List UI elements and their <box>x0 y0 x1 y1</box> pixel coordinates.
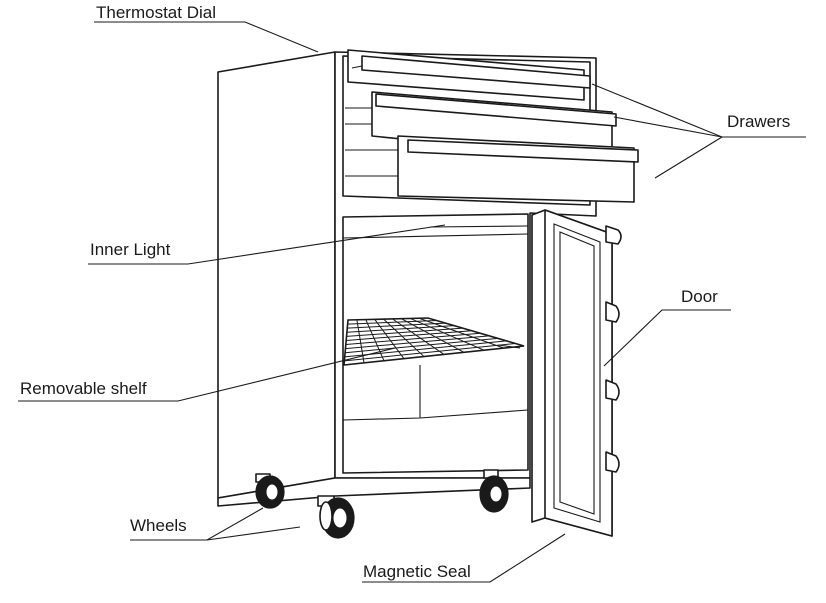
wheel-back-right <box>479 469 509 513</box>
removable-shelf <box>343 317 525 366</box>
door-shelf-4 <box>605 451 620 473</box>
door-shelf-3 <box>605 379 620 401</box>
leader-drawers-2 <box>613 116 723 138</box>
drawers <box>345 49 639 203</box>
leader-drawers-3 <box>654 136 723 179</box>
leader-lines <box>18 21 806 583</box>
leader-door <box>603 309 731 367</box>
leader-shelf <box>18 347 396 402</box>
leader-thermostat <box>94 21 319 53</box>
label-door: Door <box>681 287 718 306</box>
label-magnetic-seal: Magnetic Seal <box>363 562 471 581</box>
leader-inner-light <box>88 224 446 265</box>
wheel-back-left <box>255 473 285 509</box>
wheel-front-left <box>317 495 355 539</box>
door-shelf-2 <box>605 301 620 323</box>
leader-seal <box>362 533 566 583</box>
label-wheels: Wheels <box>130 516 187 535</box>
label-removable-shelf: Removable shelf <box>20 379 147 398</box>
door <box>531 209 622 537</box>
label-drawers: Drawers <box>727 112 790 131</box>
leader-wheels-2 <box>206 526 301 541</box>
labels: Thermostat Dial Drawers Inner Light Door… <box>20 3 790 581</box>
label-thermostat-dial: Thermostat Dial <box>96 3 216 22</box>
wheels <box>255 469 509 539</box>
label-inner-light: Inner Light <box>90 240 171 259</box>
door-shelf-1 <box>605 225 622 245</box>
